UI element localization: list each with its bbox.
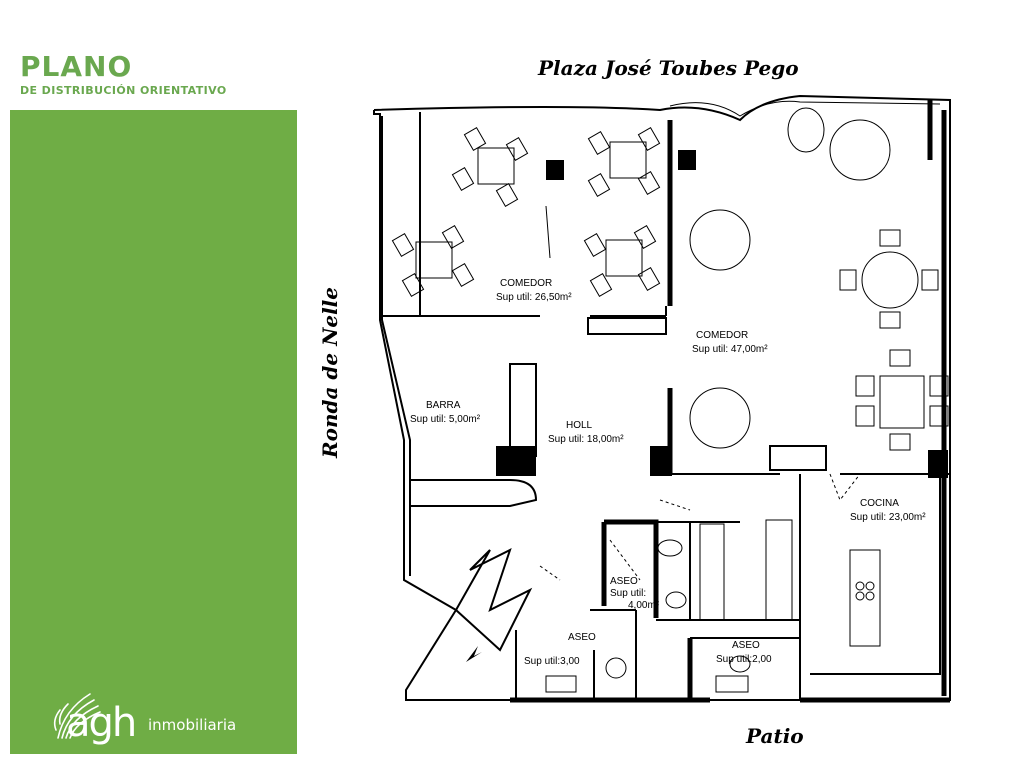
entrance-arrow-icon — [466, 646, 482, 662]
label-comedor-2-area: Sup util: 47,00m² — [692, 344, 768, 355]
label-aseo-1: ASEO — [610, 576, 638, 587]
label-aseo-2-area: Sup util:3,00 — [524, 656, 580, 667]
page-title: PLANO — [20, 50, 133, 83]
label-cocina: COCINA — [860, 498, 899, 509]
label-comedor-1-area: Sup util: 26,50m² — [496, 292, 572, 303]
floor-plan: COMEDOR Sup util: 26,50m² COMEDOR Sup ut… — [373, 94, 951, 703]
street-label-bottom: Patio — [746, 724, 804, 748]
label-aseo-1-area-2: 4,00m² — [628, 600, 660, 611]
label-comedor-1: COMEDOR — [500, 278, 552, 289]
brand-name: agh — [66, 700, 137, 746]
interior-walls — [382, 120, 950, 700]
label-aseo-3: ASEO — [732, 640, 760, 651]
outer-walls — [373, 94, 951, 703]
green-panel — [10, 110, 297, 754]
label-aseo-2: ASEO — [568, 632, 596, 643]
brand-suffix: inmobiliaria — [148, 716, 237, 734]
label-holl-area: Sup util: 18,00m² — [548, 434, 624, 445]
page-subtitle: DE DISTRIBUCIÓN ORIENTATIVO — [20, 84, 227, 97]
street-label-left: Ronda de Nelle — [318, 286, 342, 458]
label-holl: HOLL — [566, 420, 593, 431]
label-cocina-area: Sup util: 23,00m² — [850, 512, 926, 523]
label-aseo-3-area: Sup util:2,00 — [716, 654, 772, 665]
furniture — [391, 107, 949, 693]
label-aseo-1-area-1: Sup util: — [610, 588, 646, 599]
label-barra: BARRA — [426, 400, 461, 411]
street-label-top: Plaza José Toubes Pego — [538, 56, 799, 80]
agh-logo-icon — [53, 693, 101, 739]
label-barra-area: Sup util: 5,00m² — [410, 414, 481, 425]
label-comedor-2: COMEDOR — [696, 330, 748, 341]
